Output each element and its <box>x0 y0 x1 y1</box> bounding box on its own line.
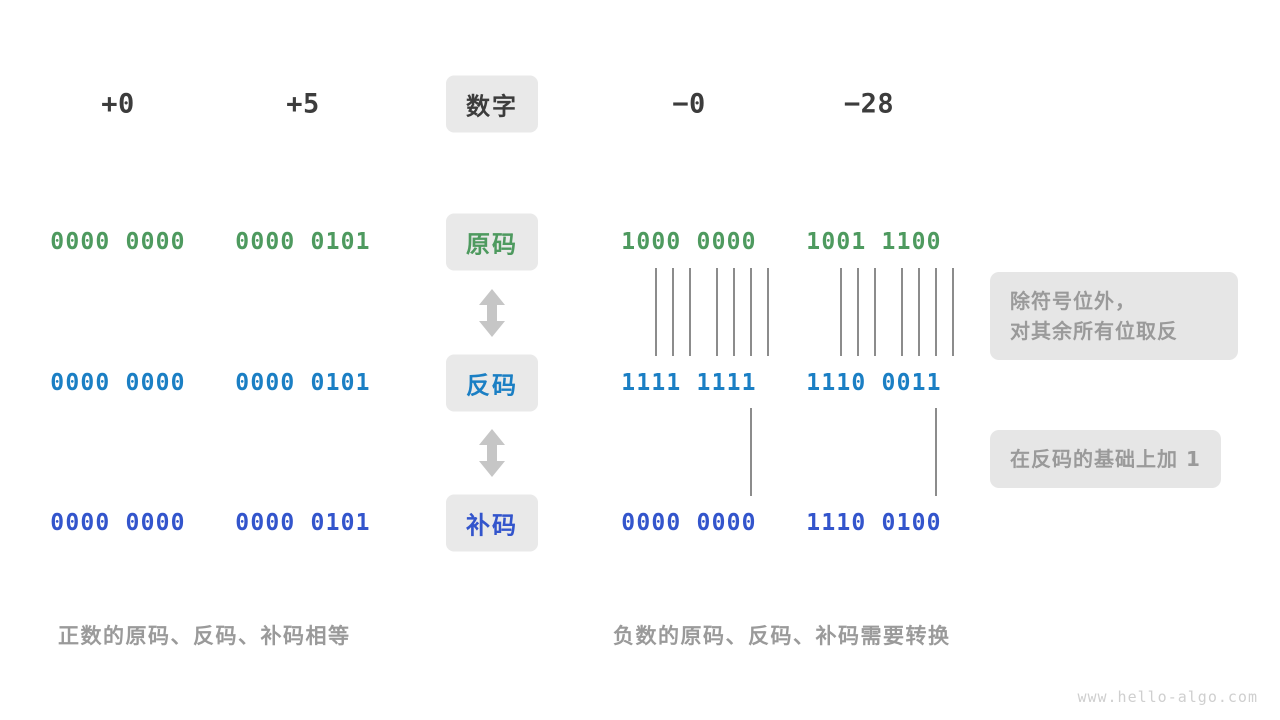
value-neg-28-twos-comp: 1110 0100 <box>806 510 942 536</box>
watermark: www.hello-algo.com <box>1077 688 1258 706</box>
carry-connector-line <box>935 408 937 496</box>
bit-connector-line <box>733 268 735 356</box>
value-neg-zero-ones-comp: 1111 1111 <box>621 370 757 396</box>
row-label-twos-comp: 补码 <box>446 494 538 552</box>
bit-connector-line <box>935 268 937 356</box>
bit-connector-line <box>689 268 691 356</box>
bit-connector-line <box>901 268 903 356</box>
row-label-sign-mag: 原码 <box>446 213 538 271</box>
value-pos-five-sign-mag: 0000 0101 <box>235 229 371 255</box>
bit-connector-line <box>918 268 920 356</box>
note-invert-bits: 除符号位外， 对其余所有位取反 <box>990 272 1238 360</box>
row-label-ones-comp: 反码 <box>446 354 538 412</box>
value-pos-five-number: +5 <box>286 88 320 120</box>
carry-connector-line <box>750 408 752 496</box>
row-label-number: 数字 <box>446 75 538 133</box>
value-pos-five-ones-comp: 0000 0101 <box>235 370 371 396</box>
bit-connector-line <box>857 268 859 356</box>
value-pos-zero-twos-comp: 0000 0000 <box>50 510 186 536</box>
bit-connector-line <box>840 268 842 356</box>
note-add-one: 在反码的基础上加 1 <box>990 430 1221 488</box>
value-pos-five-twos-comp: 0000 0101 <box>235 510 371 536</box>
bit-connector-line <box>874 268 876 356</box>
value-neg-28-number: −28 <box>843 88 895 120</box>
double-arrow-vertical-icon <box>475 287 509 339</box>
caption-negative: 负数的原码、反码、补码需要转换 <box>613 624 951 648</box>
caption-positive: 正数的原码、反码、补码相等 <box>58 624 351 648</box>
double-arrow-vertical-icon <box>475 427 509 479</box>
bit-connector-line <box>767 268 769 356</box>
bit-connector-line <box>716 268 718 356</box>
bit-connector-line <box>672 268 674 356</box>
value-neg-28-sign-mag: 1001 1100 <box>806 229 942 255</box>
value-neg-28-ones-comp: 1110 0011 <box>806 370 942 396</box>
bit-connector-line <box>750 268 752 356</box>
bit-connector-line <box>952 268 954 356</box>
value-neg-zero-sign-mag: 1000 0000 <box>621 229 757 255</box>
value-pos-zero-sign-mag: 0000 0000 <box>50 229 186 255</box>
value-pos-zero-ones-comp: 0000 0000 <box>50 370 186 396</box>
value-pos-zero-number: +0 <box>101 88 135 120</box>
bit-connector-line <box>655 268 657 356</box>
value-neg-zero-number: −0 <box>672 88 706 120</box>
value-neg-zero-twos-comp: 0000 0000 <box>621 510 757 536</box>
